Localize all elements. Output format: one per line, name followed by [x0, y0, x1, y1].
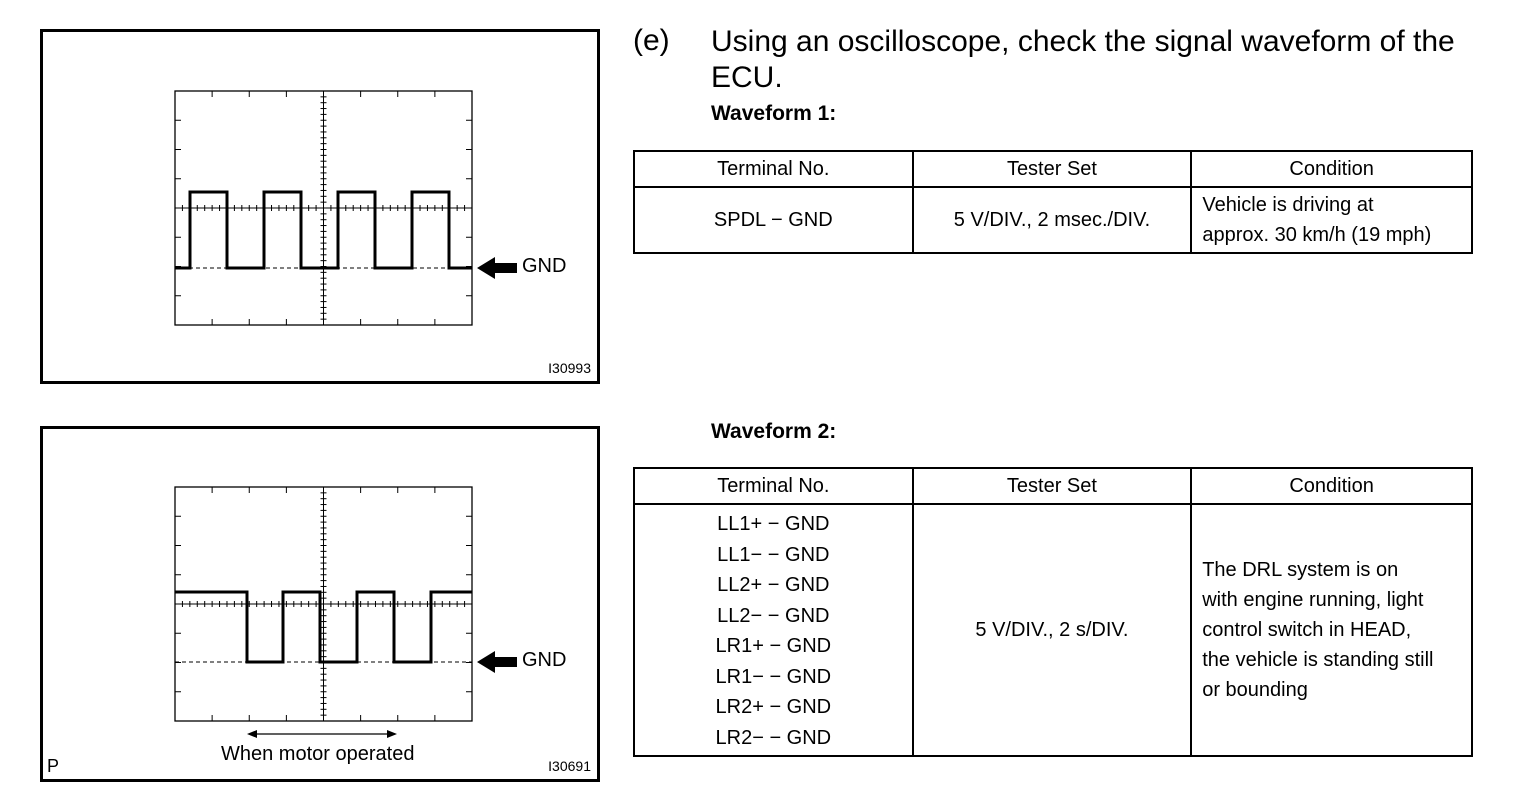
condition-line: with engine running, light [1202, 589, 1424, 611]
gnd-arrow-icon [477, 257, 517, 279]
header-terminal: Terminal No. [633, 467, 914, 505]
waveform-1-scope [174, 90, 517, 326]
condition-line: the vehicle is standing still [1202, 649, 1434, 671]
tester-set-cell: 5 V/DIV., 2 s/DIV. [911, 503, 1193, 757]
figure-id: I30993 [548, 360, 591, 376]
terminal-item: LL2− − GND [717, 604, 830, 627]
step-text: Using an oscilloscope, check the signal … [711, 25, 1455, 94]
table-row: SPDL − GND 5 V/DIV., 2 msec./DIV. Vehicl… [633, 186, 1473, 254]
scope-grid-1 [174, 90, 473, 326]
terminal-item: LL2+ − GND [717, 574, 830, 596]
header-condition: Condition [1190, 150, 1473, 188]
header-condition: Condition [1190, 467, 1473, 505]
gnd-label: GND [522, 255, 567, 277]
table-header-row: Terminal No. Tester Set Condition [633, 150, 1473, 188]
step-marker: (e) [633, 24, 670, 57]
header-terminal: Terminal No. [633, 150, 914, 188]
condition-line: control switch in HEAD, [1202, 619, 1412, 641]
gnd-arrow-icon [477, 651, 517, 673]
table-header-row: Terminal No. Tester Set Condition [633, 467, 1473, 505]
terminal-cell: SPDL − GND [633, 186, 914, 254]
terminal-item: LR2+ − GND [715, 696, 832, 718]
header-tester-set: Tester Set [911, 150, 1193, 188]
scope-grid-2 [174, 486, 473, 722]
condition-line: or bounding [1202, 679, 1308, 701]
waveform-2-title: Waveform 2: [711, 420, 837, 443]
terminal-item: LR1+ − GND [715, 635, 832, 657]
condition-line: Vehicle is driving at [1202, 194, 1374, 216]
figure-id: I30691 [548, 758, 591, 774]
terminal-item: LR2− − GND [715, 726, 832, 749]
motor-operated-span-arrow [247, 730, 397, 738]
tester-set-cell: 5 V/DIV., 2 msec./DIV. [911, 186, 1193, 254]
terminal-list: LL1+ − GND LL1− − GND LL2+ − GND LL2− − … [635, 505, 912, 755]
waveform-2-scope [174, 486, 517, 738]
waveform-1-table: Terminal No. Tester Set Condition SPDL −… [633, 150, 1473, 254]
motor-operated-label: When motor operated [221, 743, 415, 765]
gnd-label: GND [522, 649, 567, 671]
corner-mark: P [47, 756, 60, 776]
condition-cell: The DRL system is on with engine running… [1190, 503, 1473, 757]
table-row: LL1+ − GND LL1− − GND LL2+ − GND LL2− − … [633, 503, 1473, 757]
waveform-2-signal [175, 590, 472, 664]
waveform-1-title: Waveform 1: [711, 102, 837, 125]
waveform-2-table: Terminal No. Tester Set Condition LL1+ −… [633, 467, 1473, 757]
condition-line: approx. 30 km/h (19 mph) [1202, 224, 1432, 246]
terminal-item: LR1− − GND [715, 665, 832, 688]
waveform-1-figure: GND I30993 [40, 29, 600, 384]
terminal-item: LL1− − GND [717, 543, 830, 566]
condition-line: The DRL system is on [1202, 559, 1399, 581]
waveform-1-signal [175, 190, 472, 270]
waveform-2-figure: GND When motor operated P I30691 [40, 426, 600, 782]
terminal-item: LL1+ − GND [717, 513, 830, 535]
header-tester-set: Tester Set [911, 467, 1193, 505]
condition-cell: Vehicle is driving at approx. 30 km/h (1… [1190, 186, 1473, 254]
terminal-cell: LL1+ − GND LL1− − GND LL2+ − GND LL2− − … [633, 503, 914, 757]
